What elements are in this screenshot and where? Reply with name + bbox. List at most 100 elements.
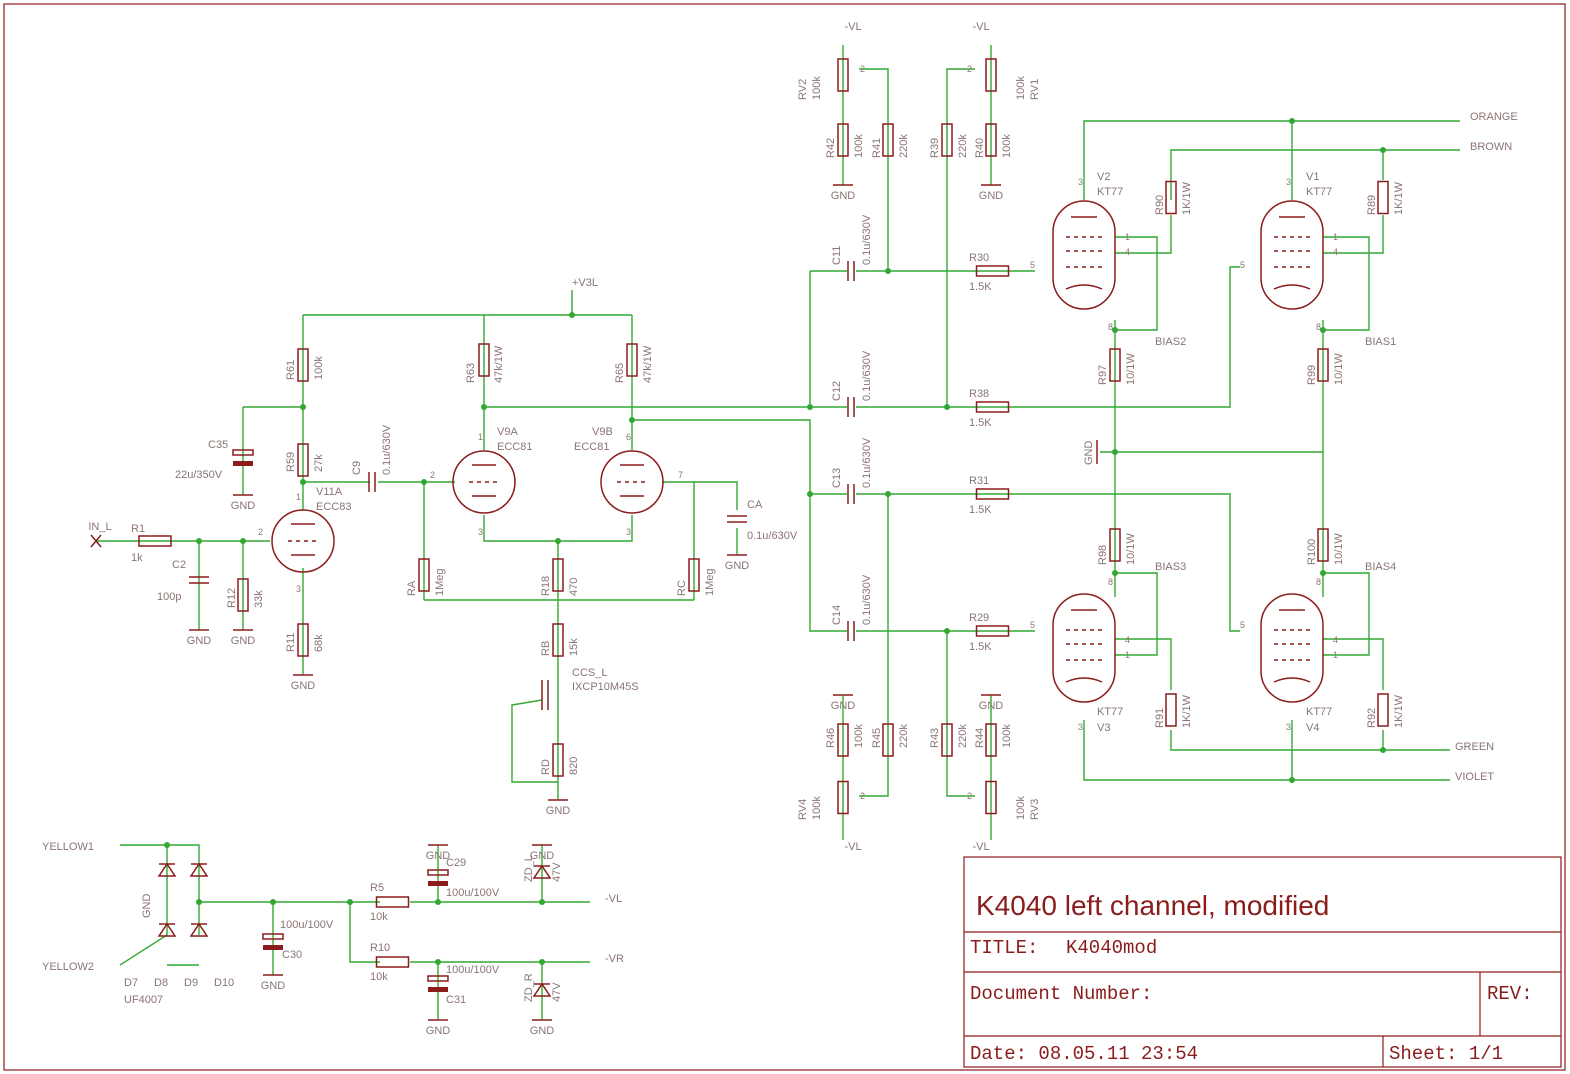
resistor-symbol	[1109, 528, 1121, 562]
resistor-symbol	[1317, 528, 1329, 562]
electrolytic-plate	[263, 945, 283, 950]
resistor-symbol	[985, 123, 997, 157]
component-label: C13	[831, 468, 843, 488]
component-label: 33k	[253, 590, 265, 608]
pin-number: 2	[860, 791, 865, 801]
component-label: KT77	[1097, 706, 1123, 718]
component-label: C2	[172, 559, 186, 571]
component-label: 15k	[568, 638, 580, 656]
electrolytic-plate	[233, 461, 253, 466]
diode-label: D8	[154, 977, 168, 989]
component-label: 10/1W	[1333, 353, 1345, 385]
component-label: KT77	[1306, 706, 1332, 718]
component-label: GND	[530, 850, 555, 862]
component-label: KT77	[1097, 186, 1123, 198]
wire-segment	[859, 494, 889, 797]
component-label: V1	[1306, 171, 1319, 183]
component-label: R12	[226, 588, 238, 608]
net-label-v3l: +V3L	[572, 277, 598, 289]
junction-dot	[569, 312, 575, 318]
junction-dot	[435, 899, 441, 905]
component-label: KT77	[1306, 186, 1332, 198]
resistor-symbol	[985, 780, 997, 815]
component-label: R61	[285, 360, 297, 380]
junction-dot	[539, 959, 545, 965]
component-label: 100k	[313, 356, 325, 380]
pin-number: 4	[1125, 635, 1130, 645]
junction-dot	[807, 404, 813, 410]
component-label: C14	[831, 605, 843, 625]
component-label: V9B	[592, 426, 613, 438]
net-label-gnd: GND	[141, 894, 153, 919]
wire-segment	[856, 493, 1240, 632]
component-label: CA	[747, 499, 763, 511]
document-number-label: Document Number:	[970, 983, 1152, 1005]
resistor-symbol	[297, 623, 309, 657]
component-label: ECC81	[497, 441, 532, 453]
resistor-symbol	[688, 558, 700, 592]
pentode-cathode	[1065, 284, 1103, 290]
component-label: GND	[546, 805, 571, 817]
component-label: GND	[426, 850, 451, 862]
pin-number: 7	[678, 470, 683, 480]
pin-number: 5	[1030, 260, 1035, 270]
wire-segment	[1170, 730, 1450, 751]
resistor-symbol	[552, 558, 564, 592]
pin-number: 2	[430, 470, 435, 480]
component-label: 22u/350V	[175, 469, 223, 481]
wire-network	[96, 45, 1460, 1020]
drawing-frame	[3, 3, 1566, 1071]
component-label: GND	[231, 500, 256, 512]
resistor-symbol	[941, 123, 953, 157]
resistor-symbol	[941, 723, 953, 757]
junction-dot	[629, 417, 635, 423]
junction-dot	[481, 404, 487, 410]
component-label: RD	[540, 759, 552, 775]
component-label: GND	[231, 635, 256, 647]
net-label-green: GREEN	[1455, 741, 1494, 753]
component-label: BIAS3	[1155, 561, 1186, 573]
component-label: 0.1u/630V	[861, 214, 873, 265]
wire-segment	[809, 494, 847, 632]
resistor-symbol	[1165, 180, 1177, 215]
schematic-heading: K4040 left channel, modified	[976, 890, 1329, 921]
component-label: 27k	[313, 454, 325, 472]
component-label: 100u/100V	[280, 919, 334, 931]
diode-label: D10	[214, 977, 234, 989]
component-label: R41	[871, 138, 883, 158]
net-label-yellow2: YELLOW2	[42, 961, 94, 973]
component-label: 1.5K	[969, 281, 992, 293]
pin-number: 3	[1286, 722, 1291, 732]
wire-segment	[1083, 720, 1450, 781]
resistor-symbol	[418, 558, 430, 592]
component-label: 220k	[957, 724, 969, 748]
resistor-symbol	[375, 896, 410, 908]
net-label-vl: -VL	[972, 21, 989, 33]
junction-dot	[944, 628, 950, 634]
resistor-symbol	[552, 623, 564, 657]
component-label: UF4007	[124, 994, 163, 1006]
component-label: C12	[831, 381, 843, 401]
component-label: GND	[187, 635, 212, 647]
resistor-symbol	[975, 488, 1010, 500]
sheet-field: Sheet: 1/1	[1389, 1043, 1503, 1065]
resistor-symbol	[1377, 180, 1389, 215]
triode-envelope	[271, 509, 335, 573]
component-label: R40	[974, 138, 986, 158]
component-label: RC	[676, 580, 688, 596]
wire-segment	[859, 68, 889, 271]
junction-dot	[240, 538, 246, 544]
junction-dot	[1112, 327, 1118, 333]
junction-dot	[270, 899, 276, 905]
component-label: 10/1W	[1333, 533, 1345, 565]
resistor-symbol	[985, 723, 997, 757]
component-label: 0.1u/630V	[861, 437, 873, 488]
junction-dot	[196, 899, 202, 905]
resistor-symbol	[975, 265, 1010, 277]
component-label: BIAS1	[1365, 336, 1396, 348]
electrolytic-plate	[428, 987, 448, 992]
component-label: R42	[825, 138, 837, 158]
resistor-symbol	[375, 956, 410, 968]
